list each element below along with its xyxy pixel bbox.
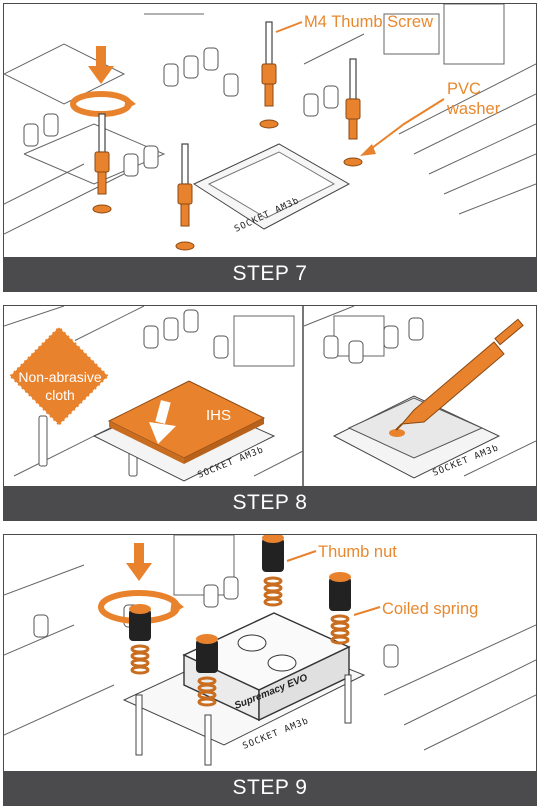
thumb-nut-callout: Thumb nut <box>318 543 397 561</box>
step-7-panel: SOCKET AM3b <box>3 3 537 292</box>
step-9-panel: Supremacy EVO SOCKET AM3b <box>3 534 537 806</box>
cloth-diamond <box>7 324 111 428</box>
step-8-panel: SOCKET AM3b SOCKET AM3b <box>3 305 537 521</box>
step-7-illustration: SOCKET AM3b <box>4 4 536 251</box>
cloth-callout: Non-abrasive cloth <box>18 369 102 403</box>
grease-dot <box>389 429 405 437</box>
step-8-illustration: SOCKET AM3b SOCKET AM3b <box>4 306 536 486</box>
step-9-illustration: Supremacy EVO SOCKET AM3b <box>4 535 536 766</box>
ihs-callout: IHS <box>206 407 232 424</box>
thumb-nut-group <box>129 535 351 707</box>
cpu-socket: SOCKET AM3b <box>192 143 351 235</box>
down-arrow-icon <box>126 543 152 581</box>
rotate-arrow-icon <box>70 91 136 117</box>
coiled-spring-callout: Coiled spring <box>382 600 479 618</box>
step-8-label: STEP 8 <box>4 486 536 520</box>
step-7-label: STEP 7 <box>4 257 536 291</box>
down-arrow-icon <box>88 46 114 84</box>
capacitor-row <box>23 47 339 177</box>
pvc-washer-callout: PVC washer <box>447 80 501 118</box>
thumb-screw-callout: M4 Thumb Screw <box>304 13 433 31</box>
syringe-icon <box>395 318 524 431</box>
step-9-label: STEP 9 <box>4 771 536 805</box>
thumb-screw-group <box>92 21 363 251</box>
down-arrow-icon <box>149 400 176 444</box>
ihs-plate <box>107 380 266 464</box>
